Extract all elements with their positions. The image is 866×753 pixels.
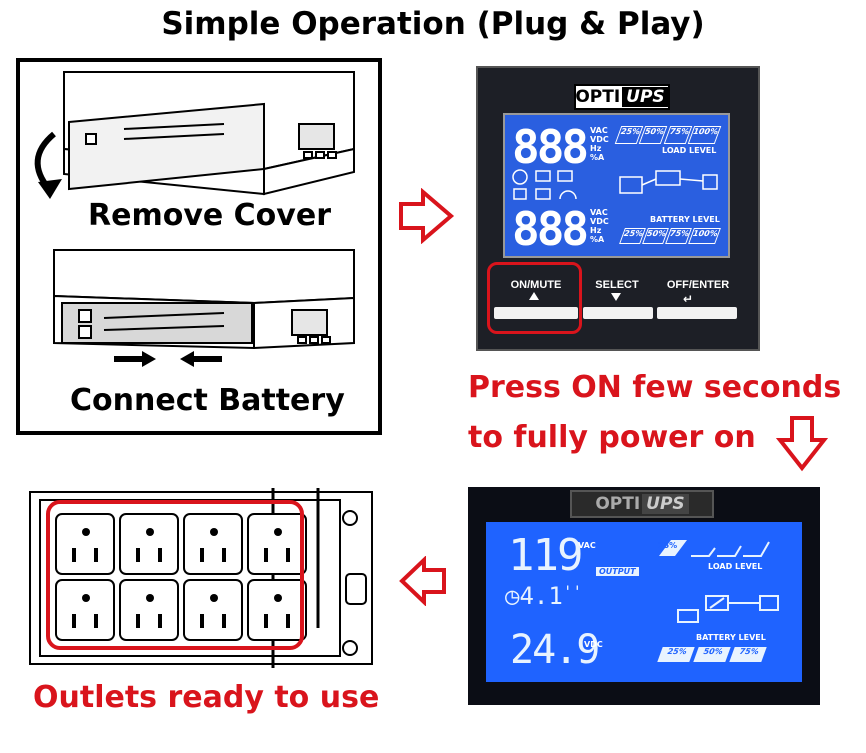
arrow-left-icon — [399, 556, 446, 606]
lcd-status-icons — [512, 169, 718, 200]
load-level-label: LOAD LEVEL — [662, 146, 717, 155]
off-enter-label: OFF/ENTER — [666, 279, 730, 291]
arrow-down-icon — [776, 416, 828, 472]
connect-battery-caption: Connect Battery — [70, 383, 345, 418]
on-mute-button[interactable] — [494, 307, 578, 319]
logo2-text-opti: OPTI — [595, 494, 641, 514]
battery-bar-100: 100% — [688, 228, 722, 244]
up-triangle-icon — [529, 292, 539, 300]
on-button-highlight — [487, 262, 582, 334]
logo-text-opti: OPTI — [575, 87, 621, 107]
load-bar-25-on: 25% — [658, 541, 678, 550]
outlets-highlight — [46, 500, 304, 650]
ups-unit-cover-illustration — [34, 71, 355, 199]
select-button[interactable] — [583, 307, 653, 319]
load-level-bars-on — [659, 540, 770, 557]
load-level-bars: 25% 50% 75% 100% — [614, 126, 722, 144]
enter-arrow-icon: ↵ — [683, 292, 694, 306]
battery-bar-25-on: 25% — [657, 647, 695, 662]
battery-level-bars-on: 25% 50% 75% — [657, 647, 767, 662]
off-enter-button[interactable] — [657, 307, 737, 319]
arrow-right-icon — [399, 188, 455, 244]
output-unit: VAC — [578, 541, 596, 550]
lcd-bottom-units: VAC VDC Hz %A — [590, 208, 609, 244]
load-bar-100: 100% — [687, 126, 722, 144]
lcd-bottom-digits: 888 — [512, 202, 589, 256]
battery-level-label-on: BATTERY LEVEL — [696, 633, 766, 642]
output-label: OUTPUT — [596, 567, 639, 576]
battery-unit: VDC — [584, 640, 603, 649]
runtime-value: 4.1 — [519, 582, 563, 610]
page-title: Simple Operation (Plug & Play) — [161, 6, 705, 42]
outlet-grid — [55, 513, 307, 641]
logo2-text-ups: UPS — [642, 494, 689, 514]
press-on-line2: to fully power on — [468, 420, 756, 455]
outlets-caption: Outlets ready to use — [33, 680, 380, 715]
remove-cover-caption: Remove Cover — [88, 198, 331, 233]
lcd-flow-icons-on — [677, 595, 779, 623]
down-triangle-icon — [611, 293, 621, 301]
lcd-top-digits: 888 — [512, 120, 589, 174]
select-label: SELECT — [595, 279, 639, 291]
battery-bar-75-on: 75% — [729, 647, 767, 662]
battery-level-bars: 25% 50% 75% 100% — [619, 228, 722, 244]
battery-voltage-display: 24.9 — [510, 627, 600, 673]
lcd-top-units: VAC VDC Hz %A — [590, 126, 609, 162]
battery-bar-50-on: 50% — [693, 647, 731, 662]
ups-unit-battery-illustration — [53, 249, 355, 367]
push-arrows-icon — [114, 351, 222, 367]
on-mute-label: ON/MUTE — [510, 279, 562, 291]
battery-level-label: BATTERY LEVEL — [650, 215, 720, 224]
lcd-screen — [503, 113, 730, 258]
load-level-label-on: LOAD LEVEL — [708, 562, 763, 571]
runtime-display: ◷4.1'' — [505, 582, 583, 610]
output-voltage-display: 119 — [508, 530, 583, 581]
press-on-line1: Press ON few seconds — [468, 370, 842, 405]
logo-text-ups: UPS — [622, 87, 669, 107]
rear-panel-outlets-illustration — [29, 488, 373, 668]
